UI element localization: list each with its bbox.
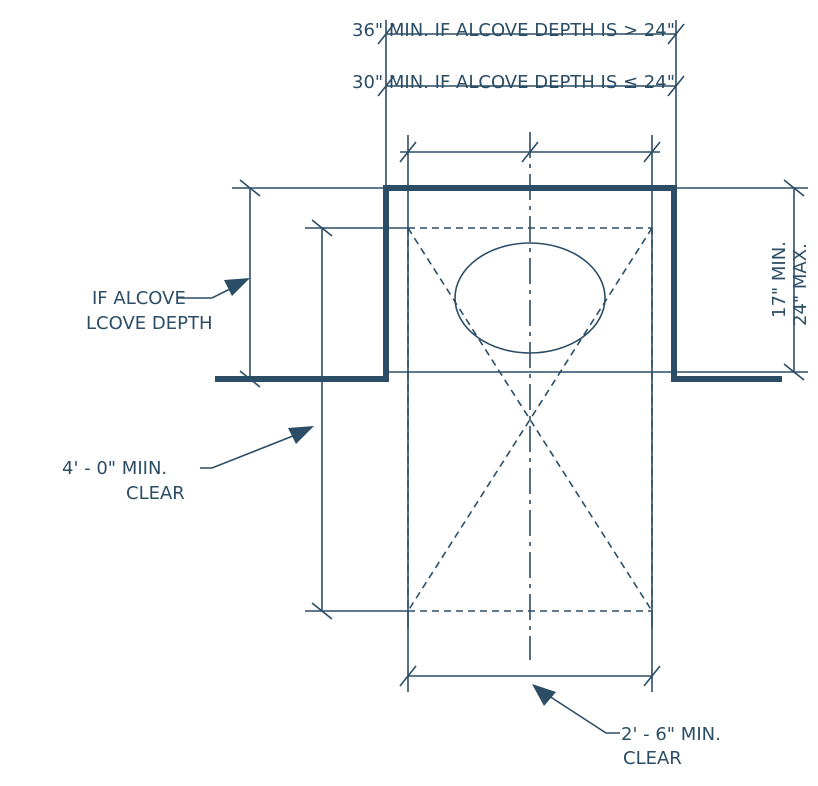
alcove-depth-dimension [239,179,261,388]
clear-width-label-line2: CLEAR [623,748,682,769]
alcove-wall [215,185,782,382]
clear-length-label-line1: 4' - 0" MIIN. [62,458,167,479]
toilet-bowl [454,242,606,354]
clear-width-dimension [399,611,661,692]
alcove-depth-label-line2: LCOVE DEPTH [86,313,212,334]
clear-width-label-line1: 2' - 6" MIN. [621,724,721,745]
clear-length-label-line2: CLEAR [126,483,185,504]
top-dimension-30-label: 30" MIN. IF ALCOVE DEPTH IS ≤ 24" [352,72,675,93]
alcove-depth-leader [178,278,250,299]
clear-length-leader [200,426,314,469]
arrow-icon [224,278,250,296]
clear-floor-space [407,227,653,612]
clear-width-leader [532,684,620,734]
height-min-label: 17" MIN. [769,241,790,318]
clear-length-dimension [305,219,408,620]
height-max-label: 24" MAX. [790,243,811,326]
alcove-depth-label-line1: IF ALCOVE [92,288,186,309]
top-dimension-36-label: 36" MIN. IF ALCOVE DEPTH IS > 24" [352,20,675,41]
height-dimension [783,179,805,381]
arrow-icon [532,684,556,706]
arrow-icon [288,426,314,444]
